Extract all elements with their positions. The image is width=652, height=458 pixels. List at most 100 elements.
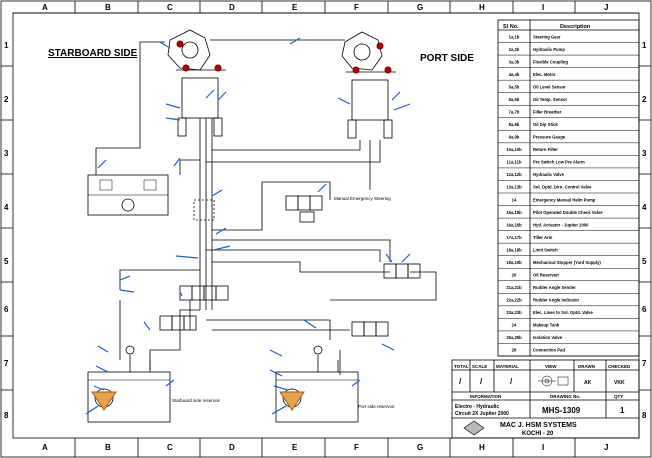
tb-company-line2: KOCHI - 20 bbox=[522, 431, 554, 437]
legend-item-number: 19a,19b bbox=[506, 260, 522, 265]
column-ruler-top: A B C D E F G H I J bbox=[13, 1, 639, 14]
row-label: 2 bbox=[4, 95, 9, 104]
col-label: E bbox=[292, 3, 298, 12]
legend-item-number: 11a,11b bbox=[507, 160, 522, 165]
tb-header-scale: SCALE bbox=[472, 364, 487, 369]
legend-item-number: 18a,18b bbox=[506, 247, 522, 252]
tb-value-scale: / bbox=[480, 377, 483, 386]
col-label: G bbox=[417, 443, 423, 452]
col-label: F bbox=[354, 3, 359, 12]
check-valve-block bbox=[193, 199, 215, 221]
legend-item-number: 17a,17b bbox=[506, 235, 522, 240]
row-ruler-right: 1 2 3 4 5 6 7 8 bbox=[639, 41, 651, 420]
tb-value-checked: VKK bbox=[614, 380, 625, 386]
row-label: 6 bbox=[4, 305, 9, 314]
col-label: D bbox=[229, 3, 235, 12]
legend-item-description: Tiller Arm bbox=[533, 235, 553, 240]
col-label: H bbox=[479, 3, 485, 12]
legend-item-number: 1a,1b bbox=[509, 34, 520, 39]
legend-item-description: Pilot Operated Double Check Valve bbox=[533, 210, 603, 215]
row-label: 7 bbox=[4, 359, 9, 368]
column-ruler-bottom: A B C D E F G H I J bbox=[42, 438, 608, 457]
tb-header-drawn: DRAWN bbox=[578, 364, 595, 369]
col-label: I bbox=[542, 443, 544, 452]
legend-item-description: Oil Level Sensor bbox=[533, 84, 566, 89]
legend-item-description: Sol. Optd. Dirn. Control Valve bbox=[533, 185, 592, 190]
projection-symbol bbox=[538, 375, 569, 387]
legend-item-description: Elec. Motor bbox=[533, 72, 556, 77]
port-side-title: PORT SIDE bbox=[420, 53, 474, 64]
legend-item-description: Hyd. Actuator - Jupiter 2000 bbox=[533, 222, 589, 227]
col-label: I bbox=[542, 3, 544, 12]
legend-item-description: Steering Gear bbox=[533, 34, 561, 39]
row-label: 3 bbox=[642, 149, 647, 158]
row-label: 1 bbox=[4, 41, 9, 50]
col-label: B bbox=[105, 3, 111, 12]
legend-item-number: 23a,23b bbox=[506, 310, 522, 315]
col-label: B bbox=[105, 443, 111, 452]
legend-item-number: 16a,16b bbox=[506, 222, 522, 227]
tb-drawing-no-label: DRAWING No. bbox=[550, 394, 580, 399]
row-label: 7 bbox=[642, 359, 647, 368]
legend-item-number: 25a,25b bbox=[506, 335, 522, 340]
legend-item-number: 15a,15b bbox=[506, 210, 522, 215]
row-ruler-left: 1 2 3 4 5 6 7 8 bbox=[1, 41, 13, 420]
legend-item-number: 2a,2b bbox=[509, 47, 520, 52]
legend-item-number: 21a,21b bbox=[506, 285, 522, 290]
col-label: F bbox=[354, 443, 359, 452]
legend-item-description: Mechanical Stopper (Yard Supply) bbox=[533, 260, 601, 265]
legend-item-description: Emergency Manual Helm Pump bbox=[533, 197, 596, 202]
row-label: 6 bbox=[642, 305, 647, 314]
legend-item-description: Makeup Tank bbox=[533, 323, 560, 328]
legend-item-description: Oil Dip Stick bbox=[533, 122, 558, 127]
tb-information-label: INFORMATION bbox=[470, 394, 501, 399]
col-label: H bbox=[479, 443, 485, 452]
legend-item-description: Flexible Coupling bbox=[533, 59, 568, 64]
legend-item-number: 20 bbox=[512, 273, 517, 278]
dcv-starboard bbox=[179, 285, 229, 301]
legend-item-number: 6a,6b bbox=[509, 97, 520, 102]
col-label: E bbox=[292, 443, 298, 452]
tb-header-view: VIEW bbox=[545, 364, 557, 369]
tb-title-line1: Electro - Hydraulic bbox=[455, 404, 499, 410]
legend-item-description: Filler Breather bbox=[533, 110, 562, 115]
tb-qty: 1 bbox=[620, 406, 625, 415]
legend-item-description: Rudder Angle Indicator bbox=[533, 298, 580, 303]
col-label: D bbox=[229, 443, 235, 452]
title-block: TOTAL SCALE MATERIAL VIEW DRAWN CHECKED … bbox=[451, 359, 640, 439]
row-label: 8 bbox=[642, 411, 647, 420]
legend-item-description: Elec. Lines to Sol. Optd. Valve bbox=[533, 310, 593, 315]
port-power-pack bbox=[275, 345, 359, 423]
col-label: J bbox=[604, 3, 608, 12]
annotation-reservoir-starboard: Starboard side reservoir bbox=[172, 398, 221, 403]
port-steering-gear bbox=[341, 31, 396, 139]
col-label: J bbox=[604, 443, 608, 452]
legend-item-number: 26 bbox=[512, 348, 517, 353]
col-label: G bbox=[417, 3, 423, 12]
col-label: C bbox=[167, 443, 173, 452]
legend-item-number: 8a,8b bbox=[509, 122, 520, 127]
legend-item-number: 24 bbox=[512, 323, 517, 328]
legend-item-number: 12a,12b bbox=[506, 172, 522, 177]
legend-item-description: Oil Reservoir bbox=[533, 273, 559, 278]
legend-item-number: 22a,22b bbox=[506, 298, 522, 303]
legend-item-description: Pre Switch Low Pre Alarm bbox=[533, 160, 585, 165]
dcv-center bbox=[285, 195, 323, 223]
col-label: A bbox=[42, 443, 48, 452]
legend-item-description: Hydraulic Valve bbox=[533, 172, 565, 177]
legend-item-number: 9a,9b bbox=[509, 135, 520, 140]
row-label: 2 bbox=[642, 95, 647, 104]
annotation-reservoir-port: Port side reservoir bbox=[358, 404, 395, 409]
tb-header-checked: CHECKED bbox=[608, 364, 631, 369]
legend-item-description: Pressure Gauge bbox=[533, 135, 566, 140]
legend-header-description: Description bbox=[560, 24, 591, 30]
row-label: 4 bbox=[642, 203, 647, 212]
row-label: 5 bbox=[4, 257, 9, 266]
legend-item-description: Rudder Angle Sender bbox=[533, 285, 576, 290]
tb-value-total: / bbox=[459, 377, 462, 386]
col-label: A bbox=[42, 3, 48, 12]
legend-item-description: Return Filter bbox=[533, 147, 558, 152]
legend-item-description: Oil Temp. Sensor bbox=[533, 97, 567, 102]
tb-value-material: / bbox=[510, 377, 513, 386]
